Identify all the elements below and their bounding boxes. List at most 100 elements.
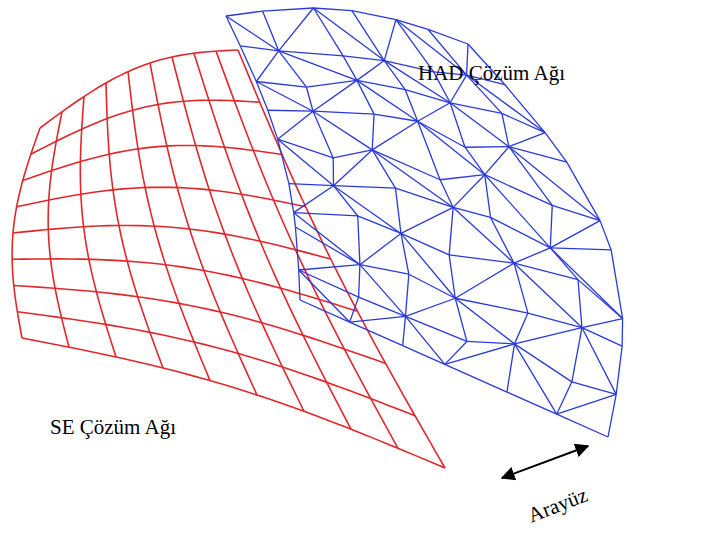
mesh-line (256, 82, 268, 111)
mesh-line (23, 145, 282, 180)
mesh-line (502, 113, 509, 146)
mesh-line (313, 8, 352, 11)
mesh-line (240, 46, 278, 51)
mesh-line (449, 207, 453, 254)
mesh-line (278, 139, 334, 186)
mesh-line (509, 133, 545, 147)
mesh-line (445, 344, 515, 365)
mesh-line (263, 11, 279, 51)
mesh-line (278, 139, 334, 158)
mesh-line (405, 316, 466, 341)
mesh-line (256, 82, 306, 88)
mesh-line (333, 158, 335, 186)
mesh-line (449, 255, 514, 263)
cfd-mesh (226, 8, 623, 437)
mesh-line (194, 53, 351, 429)
mesh-line (608, 394, 616, 437)
mesh-line (514, 263, 528, 313)
mesh-line (289, 184, 334, 186)
mesh-line (550, 248, 622, 319)
mesh-line (440, 180, 453, 208)
mesh-line (352, 11, 384, 61)
mesh-line (578, 280, 582, 328)
mesh-line (453, 175, 485, 208)
mesh-line (507, 344, 515, 392)
mesh-line (528, 313, 582, 328)
mesh-line (216, 51, 398, 448)
mesh-line (396, 20, 428, 30)
mesh-line (455, 298, 528, 313)
mesh-line (306, 87, 313, 111)
mesh-line (295, 227, 359, 265)
mesh-line (294, 213, 358, 216)
mesh-line (333, 150, 372, 158)
mesh-line (372, 114, 374, 150)
mesh-line (289, 184, 294, 213)
mesh-line (515, 313, 528, 344)
mesh-line (611, 250, 622, 319)
mesh-line (557, 414, 608, 437)
mesh-line (268, 110, 313, 112)
mesh-line (505, 85, 545, 133)
mesh-line (359, 297, 406, 316)
mesh-line (384, 61, 405, 90)
mesh-line (374, 114, 418, 121)
mesh-line (395, 188, 400, 233)
mesh-line (313, 111, 374, 114)
mesh-line (405, 316, 444, 364)
mesh-line (256, 82, 313, 112)
mesh-line (453, 207, 514, 263)
mesh-line (550, 205, 552, 247)
mesh-line (334, 186, 401, 234)
mesh-line (14, 286, 386, 364)
mesh-line (490, 217, 550, 247)
mesh-line (582, 319, 623, 328)
mesh-line (358, 216, 401, 233)
mesh-line (557, 394, 617, 414)
mesh-line (357, 61, 384, 81)
mesh-line (17, 187, 306, 207)
mesh-line (372, 121, 417, 150)
mesh-line (572, 328, 582, 382)
mesh-line (278, 139, 289, 183)
mesh-line (502, 113, 545, 132)
mesh-line (22, 338, 445, 468)
mesh-line (278, 111, 313, 139)
mesh-line (358, 216, 360, 265)
mesh-line (405, 90, 417, 122)
mesh-line (294, 213, 296, 227)
mesh-line (515, 328, 582, 344)
mesh-line (359, 265, 360, 297)
mesh-line (467, 341, 515, 343)
mesh-line (455, 298, 514, 344)
mesh-line (343, 56, 384, 61)
mesh-line (418, 103, 450, 121)
mesh-line (455, 298, 467, 341)
mesh-line (401, 233, 409, 274)
mesh-line (515, 344, 557, 414)
mesh-line (490, 217, 514, 263)
mesh-line (343, 56, 357, 81)
mesh-line (485, 147, 509, 175)
mesh-line (372, 150, 395, 188)
mesh-line (299, 270, 359, 297)
mesh-line (465, 146, 509, 148)
mesh-line (384, 20, 396, 61)
mesh-line (567, 162, 600, 221)
mesh-line (550, 221, 600, 248)
se-mesh (12, 50, 445, 468)
mesh-line (401, 233, 449, 254)
mesh-line (263, 8, 314, 11)
mesh-line (294, 213, 360, 265)
mesh-line (299, 270, 300, 300)
mesh-line (352, 11, 396, 20)
mesh-line (582, 328, 616, 395)
mesh-line (600, 221, 611, 250)
mesh-line (313, 80, 357, 111)
mesh-line (545, 133, 567, 163)
mesh-label: HAD Çözüm Ağı (418, 62, 565, 85)
mesh-line (455, 263, 514, 298)
mesh-line (515, 344, 572, 382)
mesh-line (294, 186, 334, 213)
mesh-line (401, 233, 455, 298)
